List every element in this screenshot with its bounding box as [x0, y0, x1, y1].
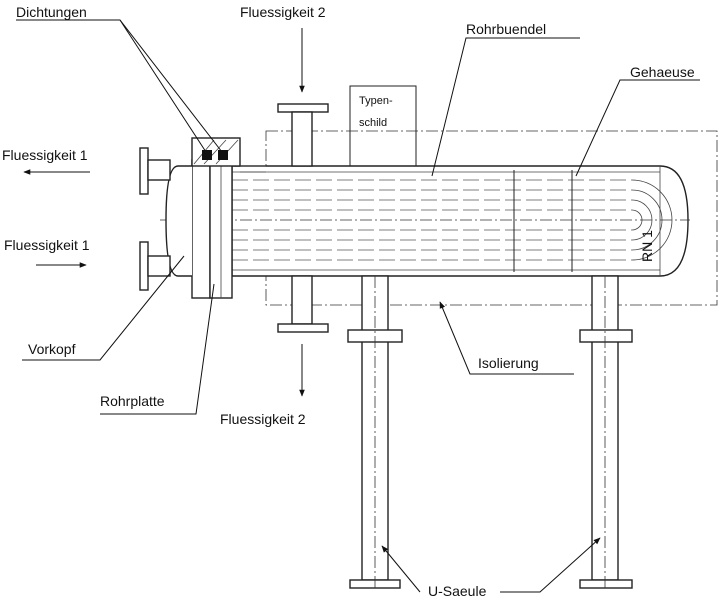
leader-isolierung — [439, 301, 574, 375]
support-right — [579, 275, 633, 590]
nameplate-box — [349, 85, 417, 167]
shell-body — [231, 165, 689, 277]
leader-u-saeule-left — [381, 545, 421, 593]
label-u-saeule: U-Saeule — [428, 583, 487, 599]
leader-gehaeuse — [575, 79, 700, 177]
label-fluessigkeit2-bottom: Fluessigkeit 2 — [220, 411, 306, 427]
leader-vorkopf — [22, 255, 185, 361]
label-fluessigkeit2-top: Fluessigkeit 2 — [240, 4, 326, 20]
nozzle-fluid2-out — [277, 275, 329, 333]
leader-rohrbuendel — [431, 37, 580, 177]
leader-rohrplatte — [100, 283, 215, 415]
label-rohrplatte: Rohrplatte — [100, 393, 165, 409]
label-rohrbuendel: Rohrbuendel — [466, 21, 546, 37]
nozzle-fluid2-in — [277, 103, 329, 167]
rn-label: RN 1 — [639, 230, 655, 262]
leader-dichtungen — [16, 19, 223, 153]
front-head — [165, 165, 192, 277]
label-fluessigkeit1-out: Fluessigkeit 1 — [2, 147, 88, 163]
label-dichtungen: Dichtungen — [16, 4, 87, 20]
leader-u-saeule-right — [500, 537, 601, 593]
label-gehaeuse: Gehaeuse — [630, 64, 695, 80]
tube-bundle — [232, 170, 673, 272]
nameplate-label-line2: schild — [359, 117, 387, 129]
label-isolierung: Isolierung — [478, 355, 539, 371]
label-fluessigkeit1-in: Fluessigkeit 1 — [4, 237, 90, 253]
support-left — [347, 275, 403, 590]
nozzle-fluid1-out — [139, 147, 171, 195]
label-vorkopf: Vorkopf — [28, 341, 76, 357]
nozzle-fluid1-in — [139, 241, 171, 291]
nameplate-label-line1: Typen- — [359, 95, 393, 107]
channel-flange — [191, 159, 211, 299]
